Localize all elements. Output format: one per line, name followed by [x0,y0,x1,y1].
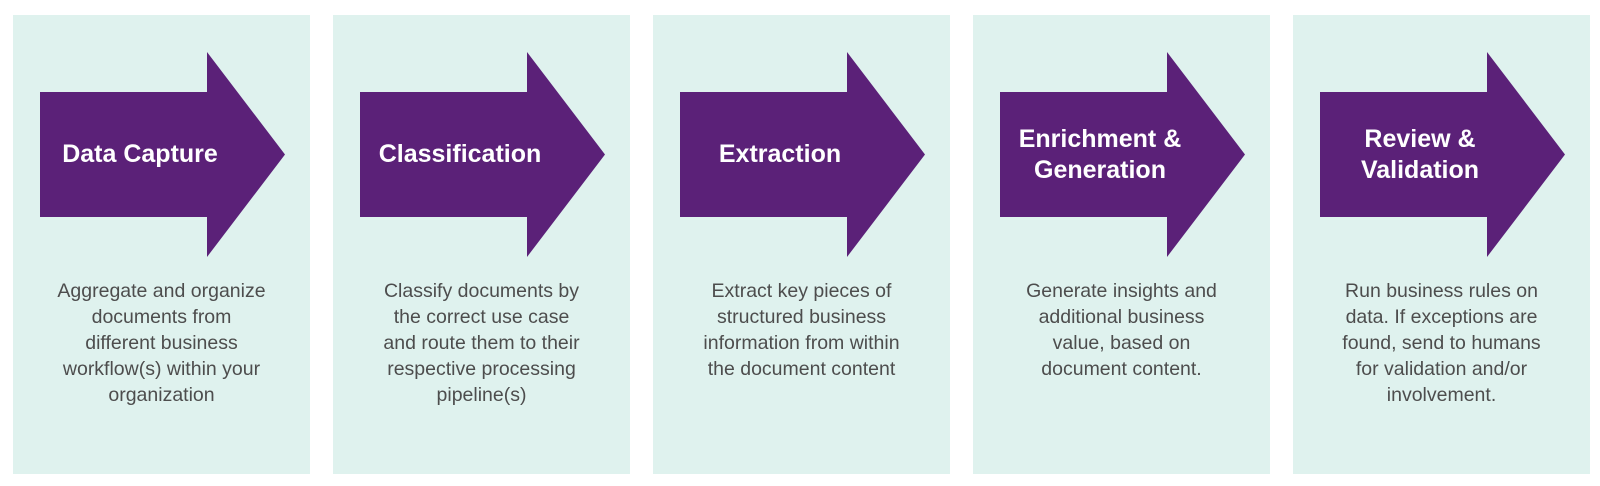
step-description: Aggregate and organize documents from di… [57,280,266,406]
step-description: Generate insights and additional busines… [1026,280,1217,380]
step-card-enrichment-generation: Enrichment & Generation Generate insight… [973,15,1270,474]
right-arrow-icon [680,52,925,257]
step-card-review-validation: Review & Validation Run business rules o… [1293,15,1590,474]
right-arrow-icon [1320,52,1565,257]
right-arrow-icon [1000,52,1245,257]
step-description: Extract key pieces of structured busines… [703,280,900,380]
step-title: Extraction [718,140,842,168]
step-title: Enrichment & Generation [1018,124,1182,184]
right-arrow-icon [40,52,285,257]
steps-row: Data Capture Aggregate and organize docu… [13,15,1590,474]
step-title: Review & Validation [1360,124,1480,184]
step-title: Data Capture [62,140,218,168]
step-description: Classify documents by the correct use ca… [383,280,580,406]
step-card-extraction: Extraction Extract key pieces of structu… [653,15,950,474]
step-description: Run business rules on data. If exception… [1342,280,1541,406]
step-card-data-capture: Data Capture Aggregate and organize docu… [13,15,310,474]
step-card-classification: Classification Classify documents by the… [333,15,630,474]
step-title: Classification [378,140,542,168]
right-arrow-icon [360,52,605,257]
